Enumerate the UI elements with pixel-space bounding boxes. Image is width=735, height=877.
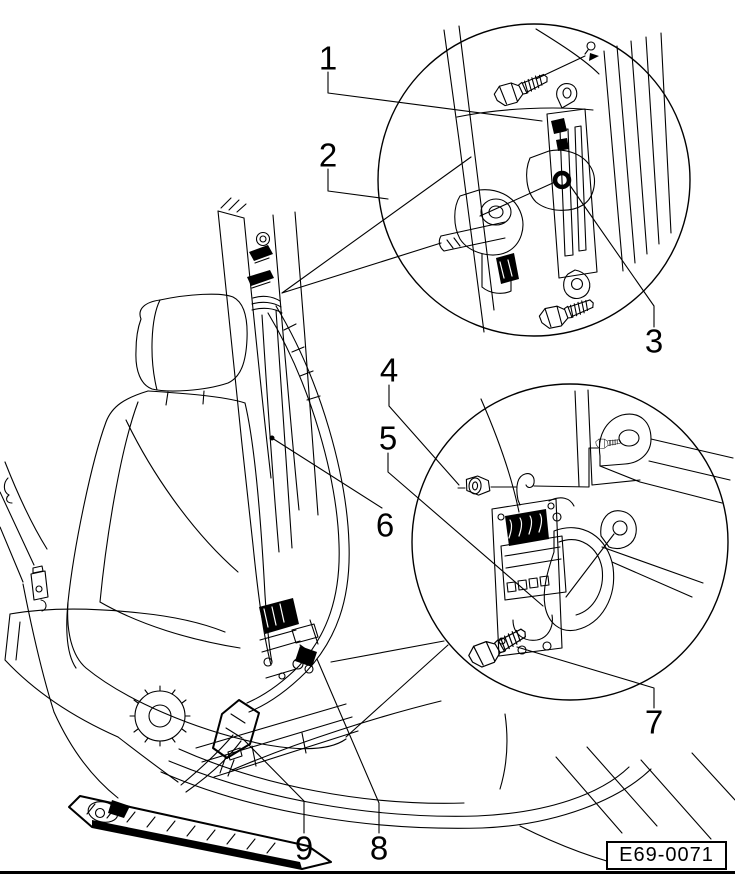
- leader-2: [327, 168, 389, 200]
- seat-rails: [195, 703, 359, 778]
- seat: [4, 293, 359, 783]
- callout-label-2: 2: [318, 136, 338, 174]
- backrest: [66, 390, 149, 669]
- seat-belt-webbing: [246, 305, 350, 713]
- door-sill-trim: [68, 795, 332, 870]
- headrest: [135, 293, 248, 392]
- leader-5: [387, 452, 544, 607]
- callout-label-9: 9: [294, 829, 314, 867]
- seat-cushion: [9, 608, 226, 633]
- callout-label-1: 1: [318, 39, 338, 77]
- callout-label-7: 7: [644, 703, 664, 741]
- figure-reference-code-box: E69-0071: [606, 841, 727, 870]
- floor-lines: [160, 640, 735, 870]
- leader-3: [568, 183, 655, 328]
- upper-anchor-in-situ: [247, 231, 283, 314]
- callout-label-8: 8: [369, 829, 389, 867]
- leader-1: [327, 71, 543, 122]
- b-pillar: [217, 197, 319, 666]
- leader-6: [271, 437, 383, 509]
- mounting-hole: [586, 41, 596, 51]
- belt-guide-fitting: [438, 189, 524, 294]
- belt-buckle: [180, 699, 260, 793]
- height-adjuster-rail: [546, 108, 598, 279]
- leader-7: [516, 646, 655, 709]
- main-illustration: [0, 197, 735, 870]
- retractor-in-situ: [259, 598, 319, 680]
- callout-label-3: 3: [644, 322, 664, 360]
- lower-anchor-tab: [563, 269, 591, 299]
- figure-reference-code: E69-0071: [619, 844, 714, 866]
- door-aperture-lines: [0, 461, 119, 799]
- leader-4: [388, 384, 460, 486]
- detail-link-lines-upper: [281, 156, 472, 294]
- pillar-section-lines: [603, 32, 672, 272]
- callout-label-4: 4: [379, 351, 399, 389]
- figure-bottom-rule: [0, 870, 735, 874]
- leader-8: [316, 658, 380, 834]
- callout-label-6: 6: [375, 506, 395, 544]
- pillar-base-panel: [565, 413, 734, 598]
- callout-leader-lines: [242, 71, 655, 834]
- pretensioner-tube: [543, 527, 615, 632]
- retractor-detail-circle: [411, 383, 729, 701]
- recliner-wheel: [129, 685, 191, 747]
- direction-arrow: [589, 53, 599, 61]
- callout-label-5: 5: [378, 419, 398, 457]
- upper-anchor-detail-circle: [377, 23, 691, 337]
- leader-9: [242, 738, 305, 834]
